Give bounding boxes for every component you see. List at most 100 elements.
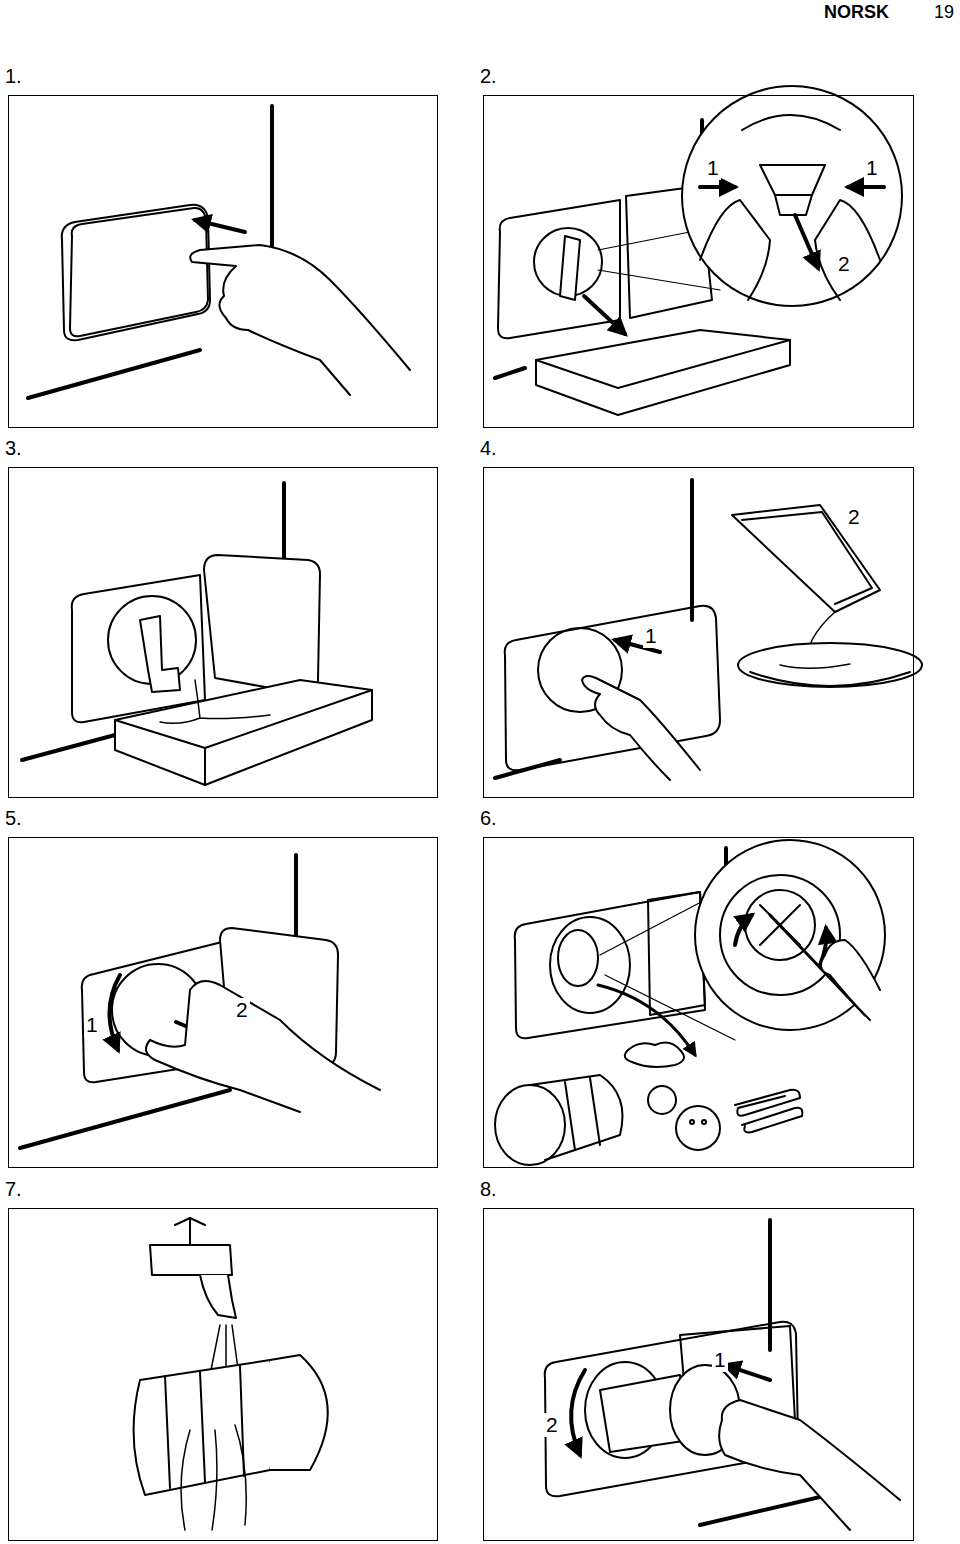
panel-4-art xyxy=(495,480,922,780)
line-art xyxy=(590,1078,600,1145)
panel-8-art xyxy=(545,1220,900,1530)
line-art xyxy=(848,185,884,189)
line-art xyxy=(115,690,372,748)
line-art xyxy=(750,672,910,686)
line-art xyxy=(735,1090,800,1116)
line-art xyxy=(204,555,320,694)
line-art xyxy=(20,1090,230,1148)
line-art xyxy=(134,1360,280,1495)
page-header: NORSK xyxy=(822,0,891,24)
line-art xyxy=(600,900,705,955)
step-panel: 6. xyxy=(483,837,914,1168)
line-art xyxy=(165,1376,170,1488)
line-art xyxy=(62,205,210,341)
line-art xyxy=(742,1108,802,1133)
line-art xyxy=(695,840,885,1030)
line-art xyxy=(700,185,735,189)
line-art xyxy=(725,1365,770,1380)
line-art xyxy=(676,1106,720,1150)
line-art xyxy=(690,1120,694,1124)
line-art xyxy=(536,340,790,388)
line-art xyxy=(140,616,180,692)
line-art xyxy=(70,208,208,336)
step-number: 2. xyxy=(480,64,497,88)
line-art xyxy=(582,676,700,780)
line-art xyxy=(625,1042,684,1067)
line-art xyxy=(571,1370,585,1455)
callout-number: 1 xyxy=(84,1013,100,1037)
step-panel: 1. xyxy=(8,95,438,428)
line-art xyxy=(720,875,840,995)
line-art xyxy=(738,643,922,687)
panel-1-art xyxy=(28,106,410,398)
line-art xyxy=(742,115,840,130)
page-header: 19 xyxy=(932,0,956,24)
panel-2-art xyxy=(495,86,902,415)
line-art xyxy=(495,1085,565,1165)
step-number: 1. xyxy=(5,64,22,88)
line-art xyxy=(195,220,245,232)
step-number: 5. xyxy=(5,806,22,830)
panel-7-art xyxy=(134,1218,328,1530)
line-art xyxy=(72,575,205,722)
line-art xyxy=(530,1075,623,1160)
line-art xyxy=(270,1355,328,1470)
line-art xyxy=(700,200,770,300)
step-number: 3. xyxy=(5,436,22,460)
line-art xyxy=(690,480,694,620)
step-panel: 8. xyxy=(483,1208,914,1541)
callout-number: 1 xyxy=(712,1348,728,1372)
line-art xyxy=(28,350,200,398)
line-art xyxy=(760,165,825,195)
line-art xyxy=(795,215,818,268)
step-number: 4. xyxy=(480,436,497,460)
line-art xyxy=(565,1082,575,1150)
line-art xyxy=(20,86,922,1530)
line-art xyxy=(282,483,286,560)
line-art xyxy=(189,1218,191,1245)
line-art xyxy=(204,748,206,785)
line-art xyxy=(550,917,630,1013)
line-art xyxy=(495,368,525,378)
line-art xyxy=(768,1220,772,1350)
line-art xyxy=(732,505,880,612)
line-art xyxy=(498,200,620,338)
line-art xyxy=(682,86,902,306)
panel-6-art xyxy=(495,840,885,1165)
line-art xyxy=(815,200,880,300)
callout-number: 1 xyxy=(864,156,880,180)
panel-3-art xyxy=(22,483,372,785)
line-art xyxy=(200,1275,236,1318)
line-art xyxy=(821,940,880,1020)
line-art xyxy=(515,892,705,1038)
line-art xyxy=(719,1400,900,1530)
line-art xyxy=(200,1372,205,1482)
step-panel: 5. xyxy=(8,837,438,1168)
step-number: 7. xyxy=(5,1177,22,1201)
step-panel: 7. xyxy=(8,1208,438,1541)
line-art xyxy=(775,195,812,215)
line-art xyxy=(780,664,850,668)
callout-number: 2 xyxy=(234,998,250,1022)
line-art xyxy=(584,296,625,334)
line-art xyxy=(598,270,720,290)
callout-number: 2 xyxy=(544,1413,560,1437)
line-art xyxy=(536,330,790,415)
line-art xyxy=(735,915,752,945)
callout-number: 2 xyxy=(836,252,852,276)
line-art xyxy=(702,1120,706,1124)
line-art xyxy=(190,245,410,395)
line-art xyxy=(560,236,580,300)
step-panel: 3. xyxy=(8,467,438,798)
callout-number: 1 xyxy=(643,624,659,648)
line-art xyxy=(150,1245,232,1275)
line-art xyxy=(648,1086,676,1114)
line-art xyxy=(115,680,372,785)
callout-number: 1 xyxy=(705,156,721,180)
line-art xyxy=(109,975,120,1050)
panel-5-art xyxy=(20,855,380,1148)
step-number: 8. xyxy=(480,1177,497,1201)
line-art xyxy=(598,230,700,250)
line-art xyxy=(146,981,380,1112)
